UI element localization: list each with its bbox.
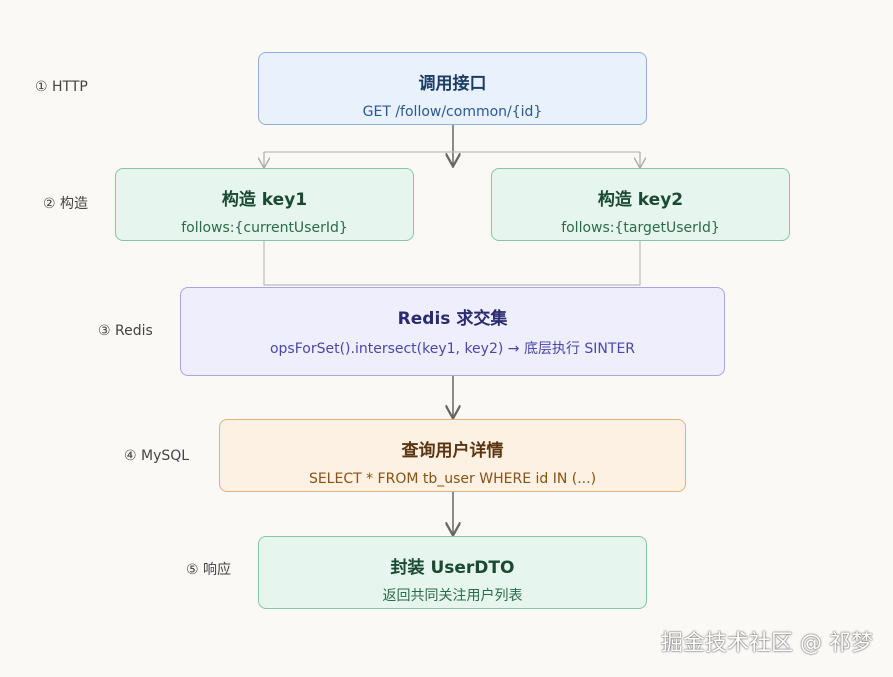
build-key2-box: 构造 key2 follows:{targetUserId} (491, 168, 790, 241)
step-label-response: ⑤ 响应 (186, 562, 232, 578)
response-detail: 返回共同关注用户列表 (382, 588, 523, 604)
build-key2-title: 构造 key2 (597, 190, 684, 210)
response-box: 封装 UserDTO 返回共同关注用户列表 (258, 536, 647, 609)
step-label-redis: ③ Redis (98, 323, 153, 339)
response-title: 封装 UserDTO (390, 558, 515, 578)
build-key1-title: 构造 key1 (221, 190, 308, 210)
http-call-title: 调用接口 (418, 74, 487, 94)
merge-key1 (263, 241, 453, 286)
build-key1-box: 构造 key1 follows:{currentUserId} (115, 168, 414, 241)
step-label-mysql: ④ MySQL (124, 448, 190, 464)
step-label-http: ① HTTP (35, 79, 88, 95)
merge-key2 (453, 241, 641, 286)
redis-intersect-title: Redis 求交集 (397, 309, 508, 329)
build-key2-pattern: follows:{targetUserId} (561, 220, 720, 236)
build-key1-pattern: follows:{currentUserId} (181, 220, 348, 236)
http-call-endpoint: GET /follow/common/{id} (362, 104, 543, 120)
mysql-query-box: 查询用户详情 SELECT * FROM tb_user WHERE id IN… (219, 419, 686, 492)
step-label-construct: ② 构造 (43, 196, 89, 212)
watermark: 掘金技术社区 @ 祁梦 (661, 631, 873, 656)
mysql-query-sql: SELECT * FROM tb_user WHERE id IN (...) (308, 471, 597, 487)
redis-intersect-box: Redis 求交集 opsForSet().intersect(key1, ke… (180, 287, 725, 376)
redis-intersect-detail: opsForSet().intersect(key1, key2) → 底层执行… (269, 341, 636, 357)
mysql-query-title: 查询用户详情 (401, 441, 504, 461)
http-call-box: 调用接口 GET /follow/common/{id} (258, 52, 647, 125)
